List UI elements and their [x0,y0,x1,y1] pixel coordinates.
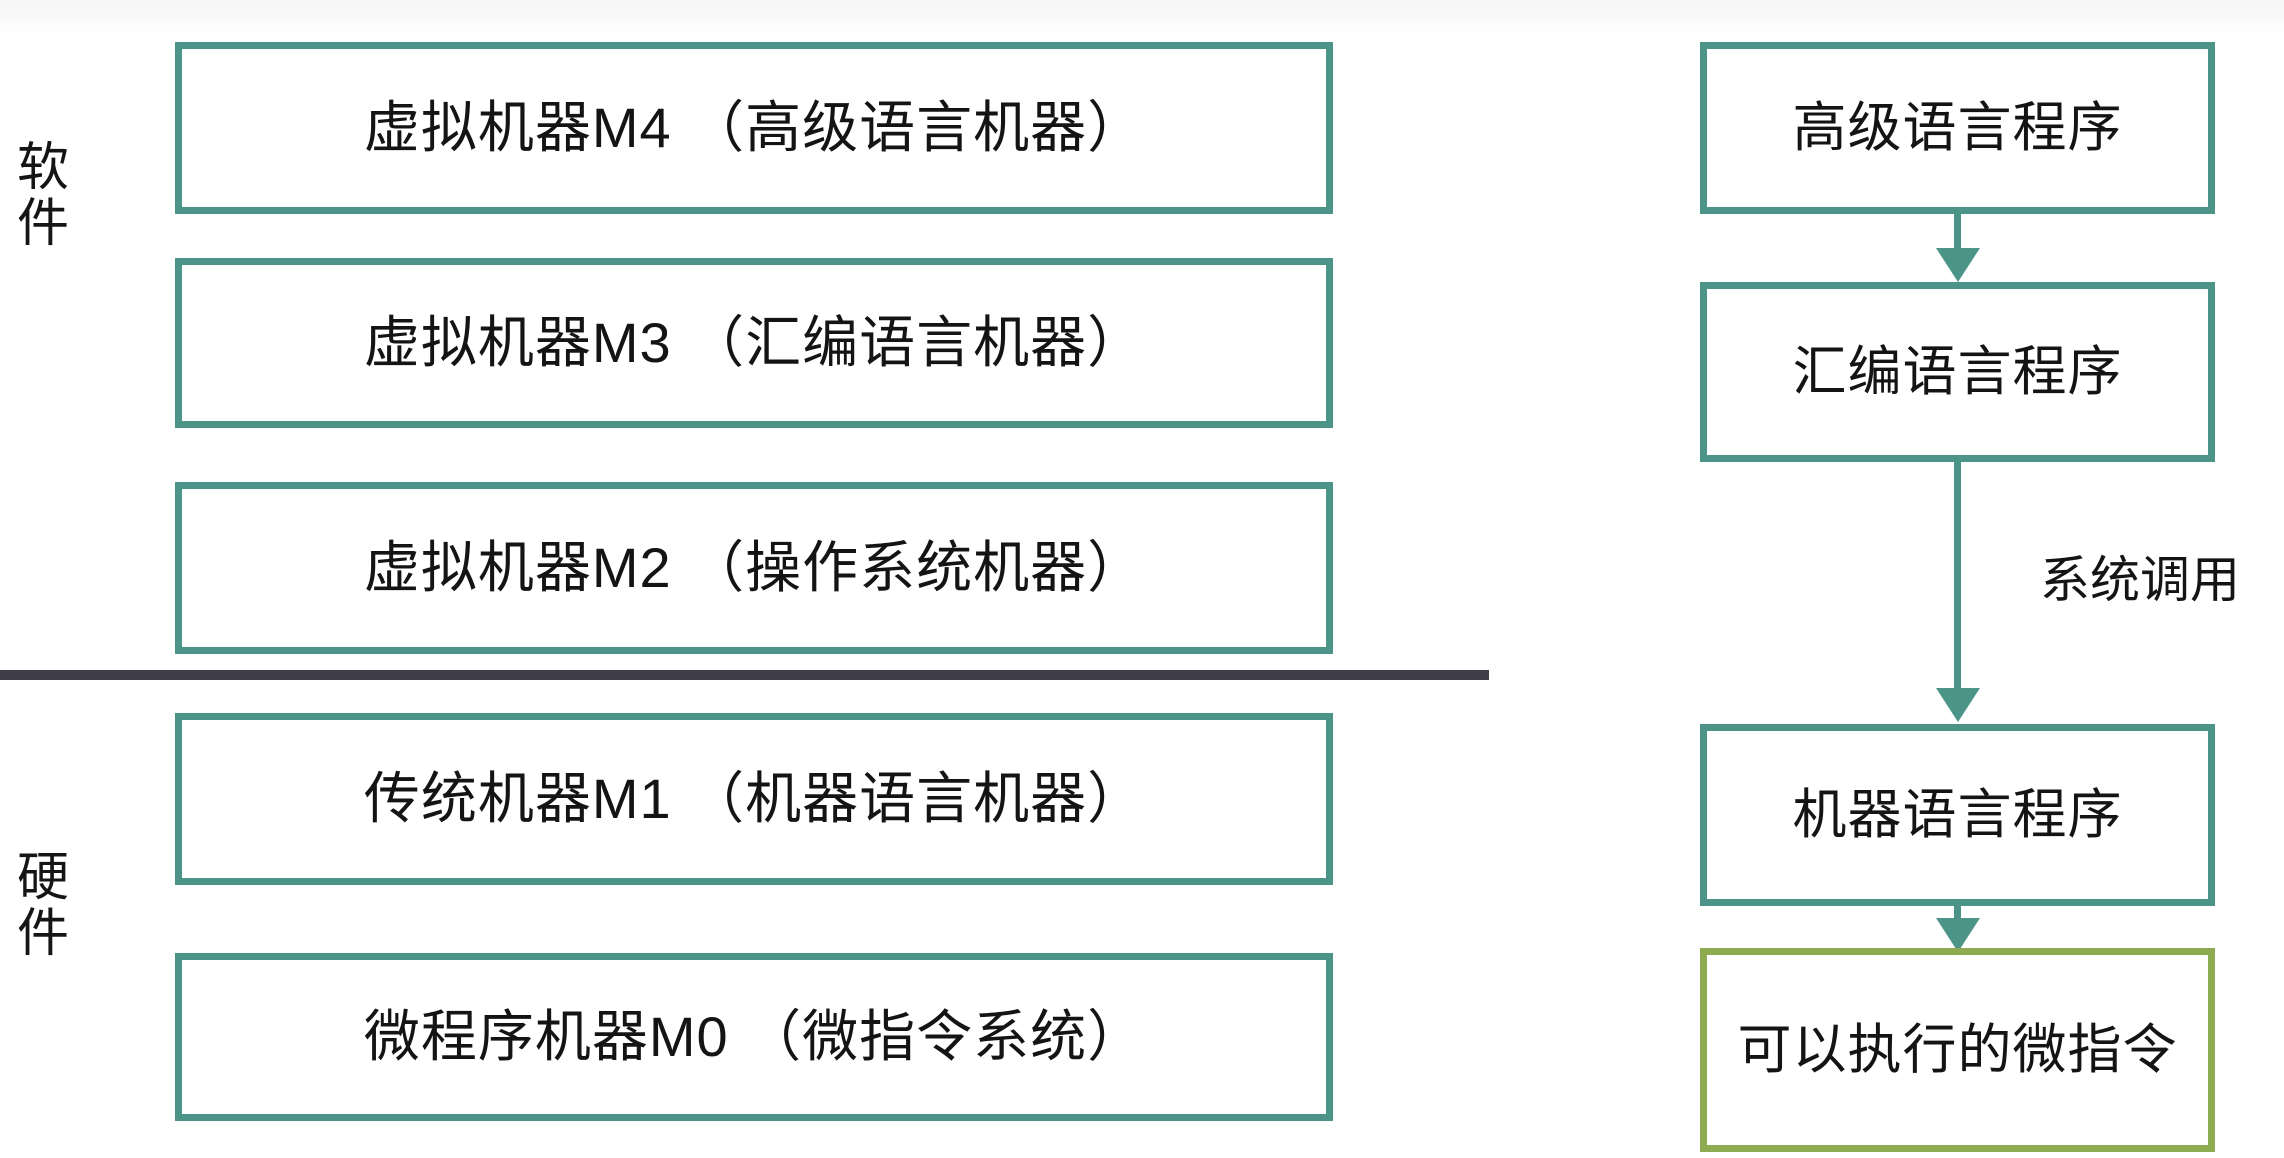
arrow-assembly-to-machine [1936,462,1980,724]
layer-box-m3-label: 虚拟机器M3 （汇编语言机器） [363,311,1145,374]
section-label-software: 软 件 [0,140,86,252]
program-box-assembly-label: 汇编语言程序 [1792,342,2123,402]
program-box-microinstruction[interactable]: 可以执行的微指令 [1700,948,2215,1152]
edge-label-system-call: 系统调用 [2040,552,2240,608]
layer-box-m3[interactable]: 虚拟机器M3 （汇编语言机器） [175,258,1333,428]
layer-box-m1[interactable]: 传统机器M1 （机器语言机器） [175,713,1333,885]
arrow-machine-to-microinstruction-line [1954,906,1961,924]
layer-box-m0-label: 微程序机器M0 （微指令系统） [363,1005,1145,1068]
layer-box-m4[interactable]: 虚拟机器M4 （高级语言机器） [175,42,1333,214]
program-box-high-level[interactable]: 高级语言程序 [1700,42,2215,214]
software-hardware-divider [0,670,1489,680]
arrow-assembly-to-machine-head [1936,688,1980,722]
program-box-machine-label: 机器语言程序 [1792,785,2123,845]
layer-box-m2-label: 虚拟机器M2 （操作系统机器） [363,536,1145,599]
arrow-high-level-to-assembly-line [1954,214,1961,254]
program-box-machine[interactable]: 机器语言程序 [1700,724,2215,906]
arrow-high-level-to-assembly [1936,214,1980,282]
arrow-high-level-to-assembly-head [1936,248,1980,282]
program-box-microinstruction-label: 可以执行的微指令 [1737,1020,2178,1080]
layer-box-m4-label: 虚拟机器M4 （高级语言机器） [363,96,1145,159]
arrow-assembly-to-machine-line [1954,462,1961,694]
program-box-high-level-label: 高级语言程序 [1792,98,2123,158]
section-label-hardware: 硬 件 [0,850,86,962]
section-label-hardware-char-1: 硬 [16,849,69,907]
arrow-machine-to-microinstruction [1936,906,1980,952]
section-label-software-char-1: 软 [16,139,69,197]
layer-box-m1-label: 传统机器M1 （机器语言机器） [363,767,1145,830]
section-label-hardware-char-2: 件 [16,905,69,964]
program-box-assembly[interactable]: 汇编语言程序 [1700,282,2215,462]
section-label-software-char-2: 件 [16,195,69,254]
arrow-machine-to-microinstruction-head [1936,918,1980,952]
layer-box-m2[interactable]: 虚拟机器M2 （操作系统机器） [175,482,1333,654]
layer-box-m0[interactable]: 微程序机器M0 （微指令系统） [175,953,1333,1121]
